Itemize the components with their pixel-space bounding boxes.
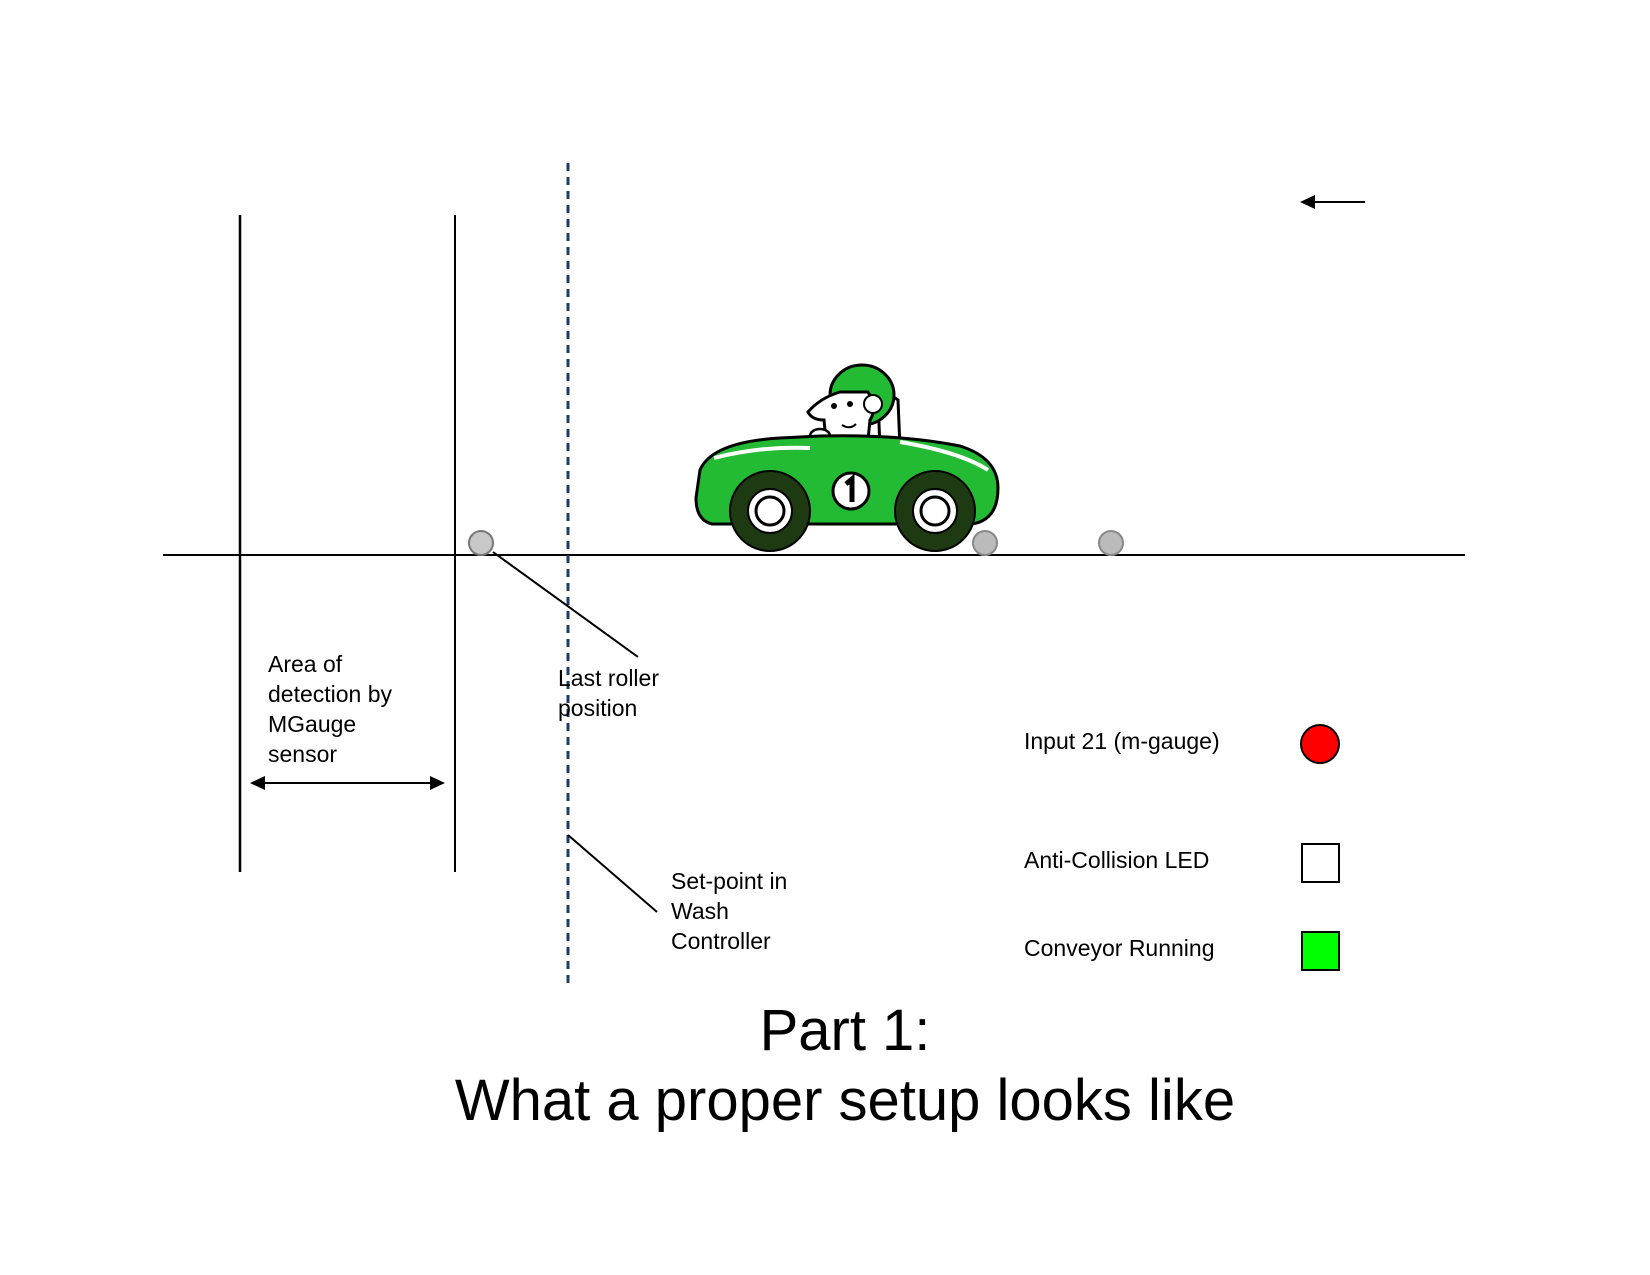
input-21-indicator-light <box>1300 724 1340 764</box>
detection-area-label: Area of detection by MGauge sensor <box>268 651 393 767</box>
input-21-label: Input 21 (m-gauge) <box>1024 728 1220 754</box>
anti-collision-led-label: Anti-Collision LED <box>1024 847 1210 873</box>
conveyor-direction-arrow-icon <box>1300 195 1365 209</box>
race-car-icon <box>694 363 1000 552</box>
setpoint-label: Set-point in Wash Controller <box>671 868 788 954</box>
slide-title: Part 1: What a proper setup looks like <box>0 996 1650 1136</box>
setpoint-leader-line <box>567 834 658 913</box>
roller <box>1098 530 1124 556</box>
conveyor-running-indicator <box>1301 931 1340 971</box>
last-roller-label: Last roller position <box>558 665 659 721</box>
last-roller-leader-line <box>492 551 639 658</box>
anti-collision-led-indicator <box>1301 843 1340 883</box>
roller <box>972 530 998 556</box>
last-roller <box>468 530 494 556</box>
title-line-1: Part 1: <box>759 998 931 1063</box>
detection-area-arrow <box>250 776 445 790</box>
title-line-2: What a proper setup looks like <box>454 1068 1236 1133</box>
conveyor-running-label: Conveyor Running <box>1024 935 1215 961</box>
